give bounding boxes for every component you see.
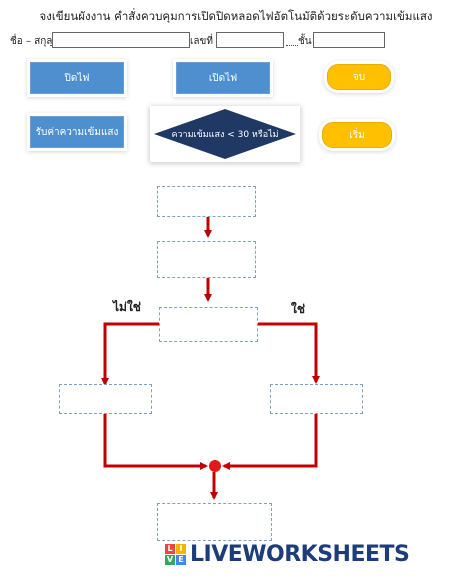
logo-wordmark: LIVEWORKSHEETS: [190, 541, 410, 567]
logo-letter-e: E: [176, 554, 186, 565]
branch-label-no: ไม่ใช่: [113, 300, 141, 314]
worksheet-title: จงเขียนผังงาน คำสั่งควบคุมการเปิดปิดหลอด…: [39, 9, 433, 23]
class-input[interactable]: [313, 32, 385, 48]
block-read-light[interactable]: รับค่าความเข้มแสง: [30, 116, 124, 148]
arrow-condition-no: [101, 322, 160, 386]
class-label: ชั้น: [298, 36, 312, 47]
arrow-yes-to-merge: [222, 414, 318, 470]
dropzone-no-branch[interactable]: [59, 384, 152, 414]
number-label: เลขที่: [190, 36, 213, 47]
logo-letter-i: I: [176, 543, 186, 554]
block-end[interactable]: จบ: [327, 64, 391, 90]
block-condition[interactable]: ความเข้มแสง < 30 หรือไม่: [150, 106, 300, 162]
arrow-no-to-merge: [103, 414, 208, 470]
logo-letter-l: L: [165, 543, 175, 554]
number-input[interactable]: [216, 32, 284, 48]
dropzone-end[interactable]: [157, 503, 272, 541]
dropzone-condition[interactable]: [159, 307, 258, 342]
branch-label-yes: ใช่: [291, 302, 306, 316]
block-read-light-label: รับค่าความเข้มแสง: [35, 126, 119, 138]
block-start[interactable]: เริ่ม: [322, 122, 392, 148]
block-start-label: เริ่ม: [349, 129, 365, 141]
logo-letter-v: V: [165, 554, 175, 565]
logo-icon: L I V E: [165, 543, 186, 565]
dropzone-input[interactable]: [157, 241, 256, 278]
condition-label: ความเข้มแสง < 30 หรือไม่: [171, 130, 279, 140]
block-turn-on-label: เปิดไฟ: [208, 72, 238, 84]
block-turn-off[interactable]: ปิดไฟ: [30, 62, 124, 94]
block-turn-off-label: ปิดไฟ: [64, 72, 90, 84]
condition-diamond-shape: [154, 109, 296, 159]
number-dotline: [286, 45, 298, 46]
condition-diamond: [154, 109, 296, 159]
block-end-label: จบ: [352, 71, 366, 83]
arrow-condition-yes: [258, 322, 320, 384]
name-input[interactable]: [52, 32, 190, 48]
merge-node: [209, 460, 221, 472]
dropzone-start[interactable]: [157, 186, 256, 217]
dropzone-yes-branch[interactable]: [270, 384, 363, 414]
liveworksheets-logo: L I V E LIVEWORKSHEETS: [165, 541, 410, 567]
name-label: ชื่อ – สกุล: [10, 36, 53, 47]
block-turn-on[interactable]: เปิดไฟ: [176, 62, 270, 94]
